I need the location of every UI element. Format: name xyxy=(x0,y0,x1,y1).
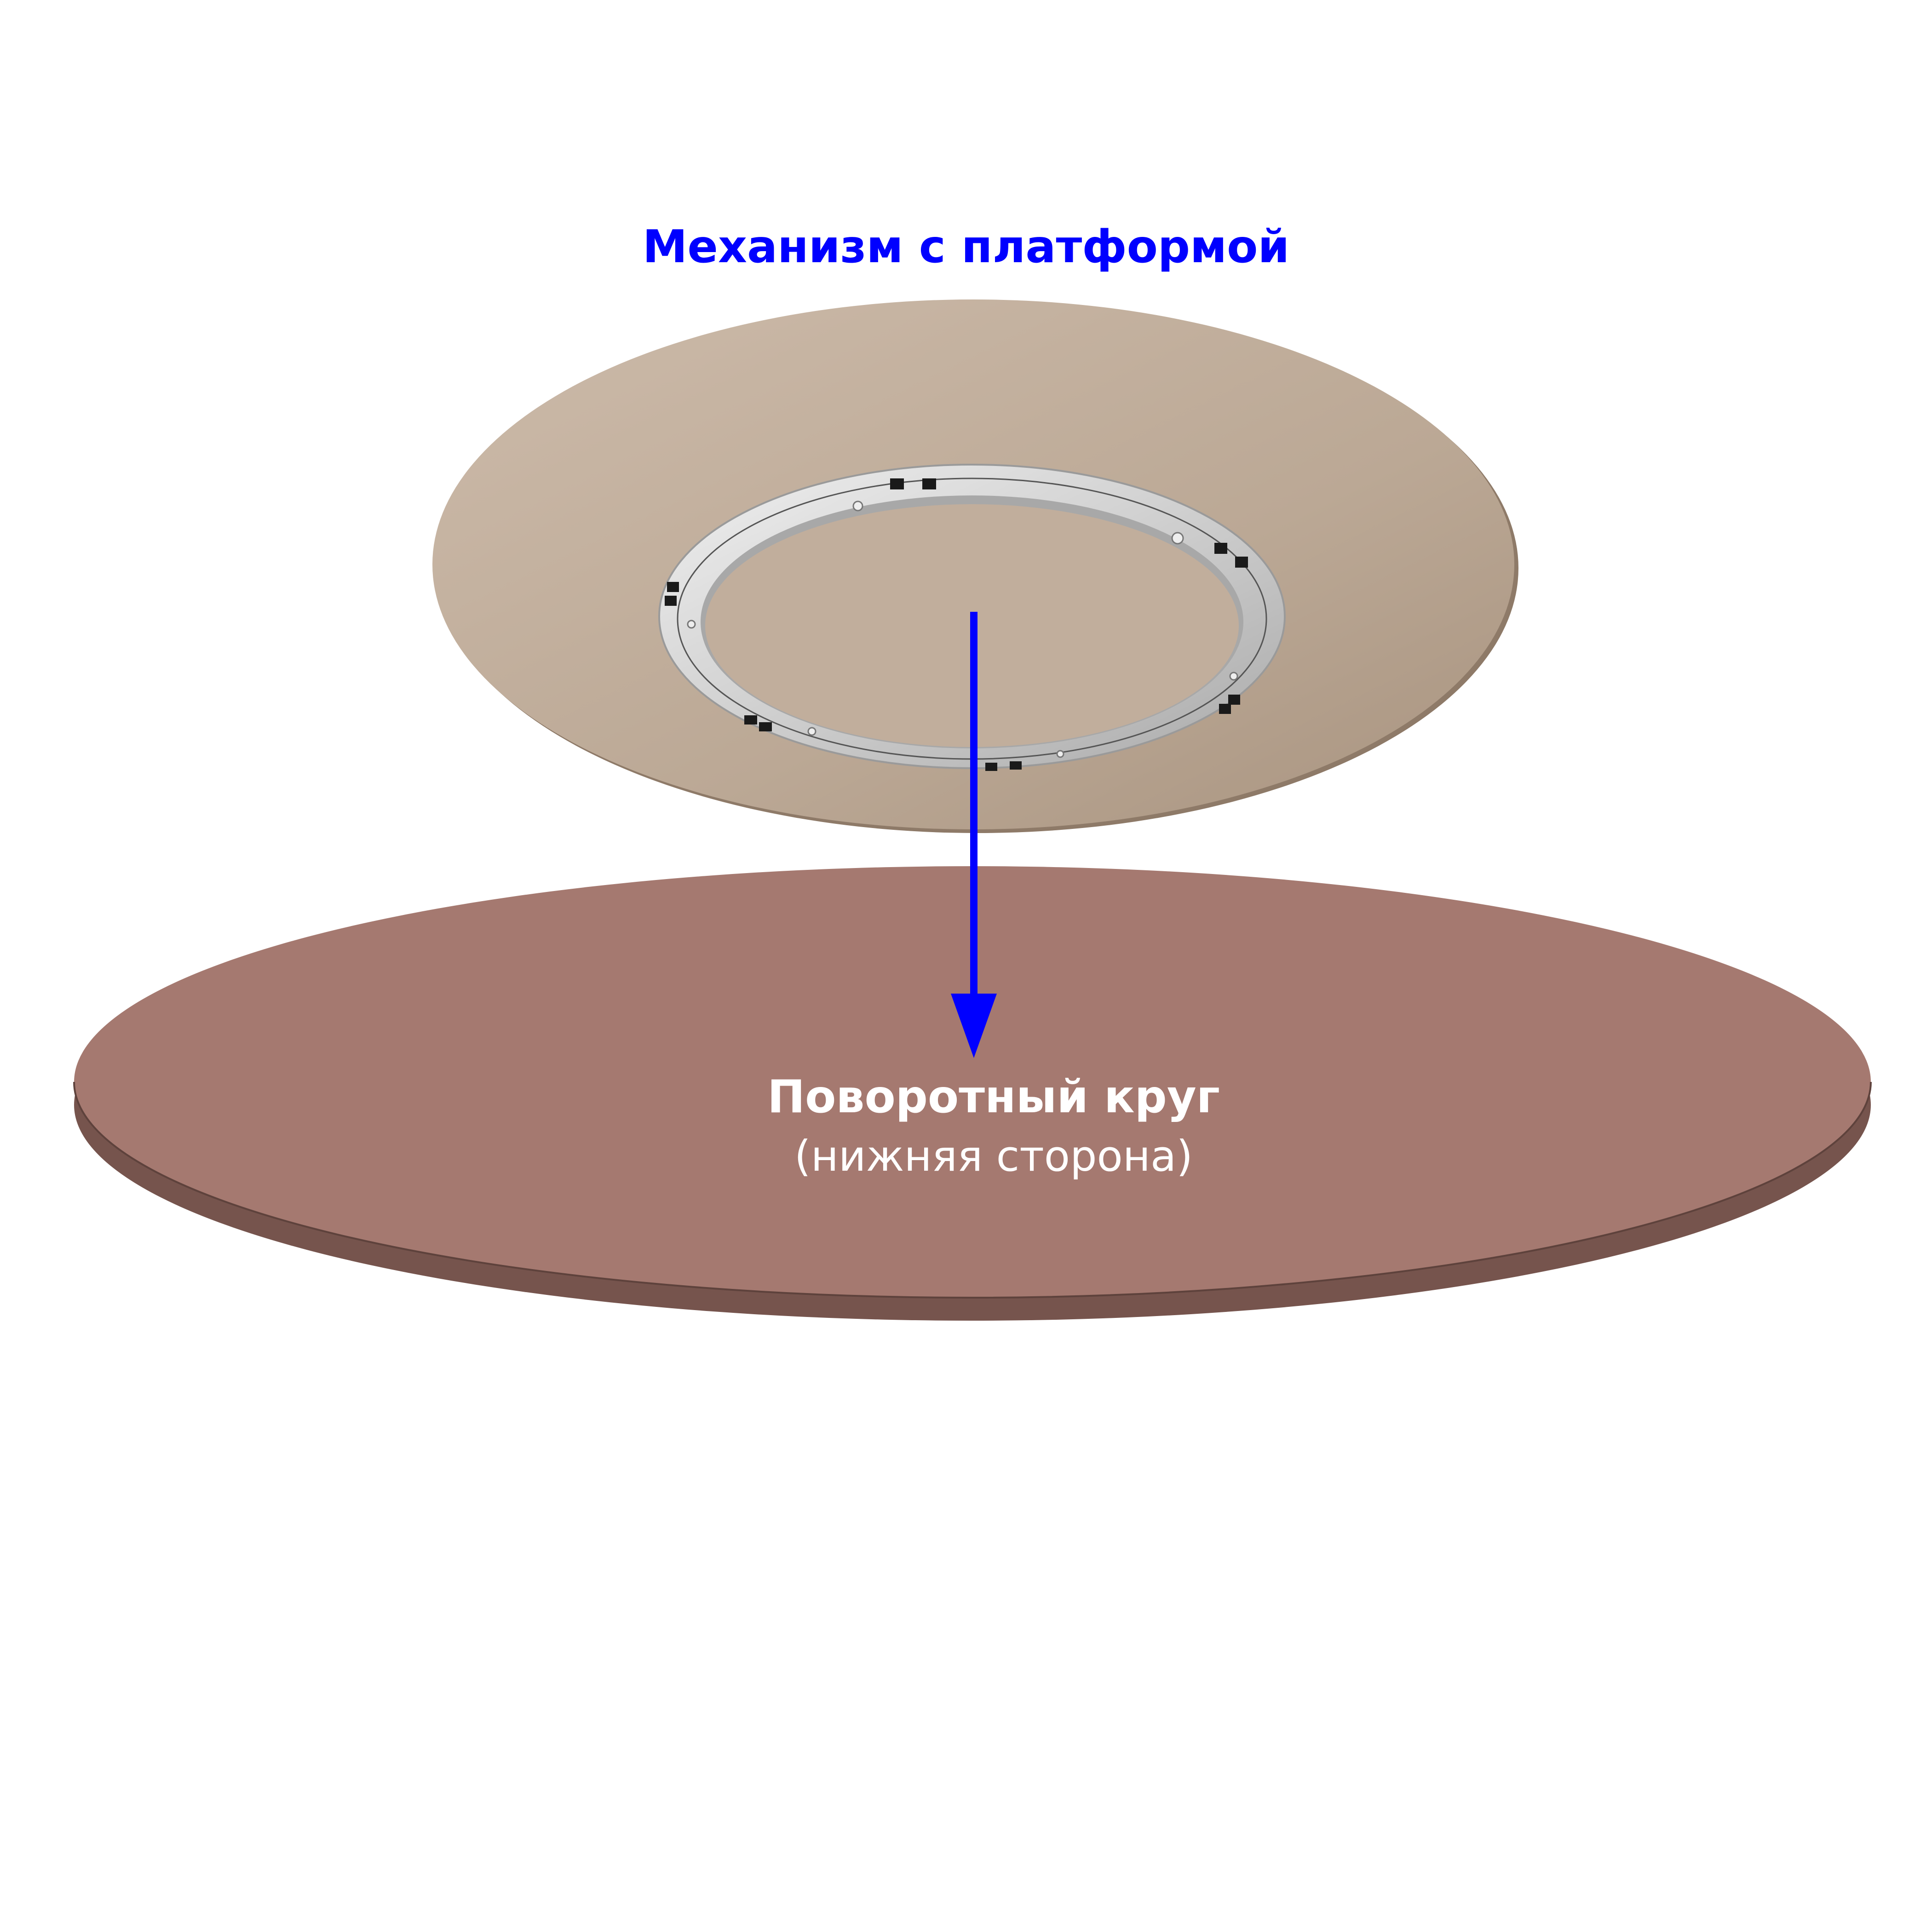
ring-fasteners xyxy=(665,478,1248,771)
disc-edge-line xyxy=(73,1081,1872,1299)
turntable-title: Поворотный круг xyxy=(767,1071,1220,1123)
turntable-disc xyxy=(73,866,1872,1321)
down-arrow xyxy=(951,612,997,1058)
mechanism-title: Механизм с платформой xyxy=(642,221,1290,273)
disc-top xyxy=(74,866,1871,1298)
ring-screws xyxy=(687,500,1238,758)
turntable-subtitle: (нижняя сторона) xyxy=(794,1132,1193,1181)
